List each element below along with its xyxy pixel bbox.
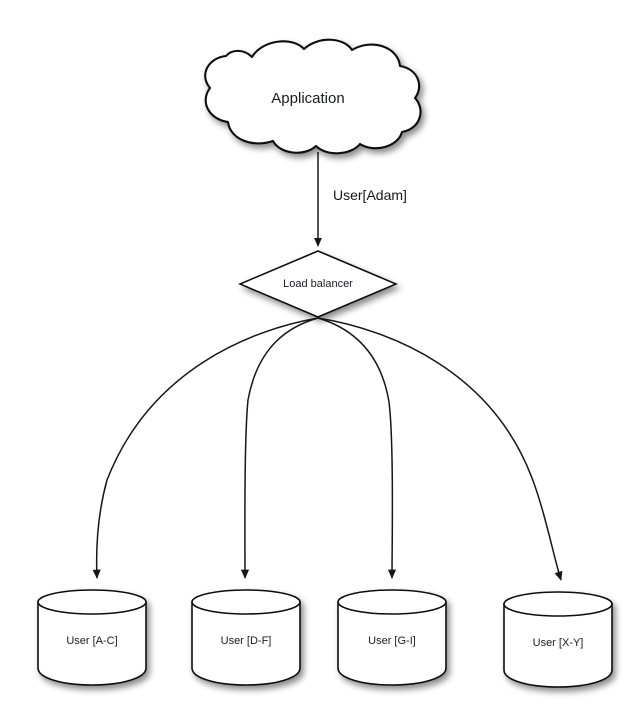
edge-label-user-adam: User[Adam] xyxy=(333,187,407,203)
load-balancer-label: Load balancer xyxy=(283,278,353,290)
edge-group-load-balancer-to-databases xyxy=(92,317,563,581)
node-application[interactable]: Application xyxy=(204,38,422,155)
edge-application-to-load-balancer: User[Adam] xyxy=(314,152,407,247)
database-2-label: User [D-F] xyxy=(221,635,272,647)
application-label: Application xyxy=(271,90,344,107)
edge-lb-to-db-4 xyxy=(317,317,563,581)
database-4-label: User [X-Y] xyxy=(533,637,584,649)
edge-lb-to-db-1 xyxy=(92,317,319,579)
database-1-label: User [A-C] xyxy=(66,635,117,647)
node-database-2[interactable]: User [D-F] xyxy=(191,589,301,686)
database-3-label: User [G-I] xyxy=(368,635,416,647)
node-database-3[interactable]: User [G-I] xyxy=(337,589,447,686)
node-database-4[interactable]: User [X-Y] xyxy=(503,591,613,688)
edge-lb-to-db-3 xyxy=(317,317,397,579)
node-database-1[interactable]: User [A-C] xyxy=(37,589,147,686)
node-load-balancer[interactable]: Load balancer xyxy=(238,250,398,318)
edge-lb-to-db-2 xyxy=(240,317,319,579)
